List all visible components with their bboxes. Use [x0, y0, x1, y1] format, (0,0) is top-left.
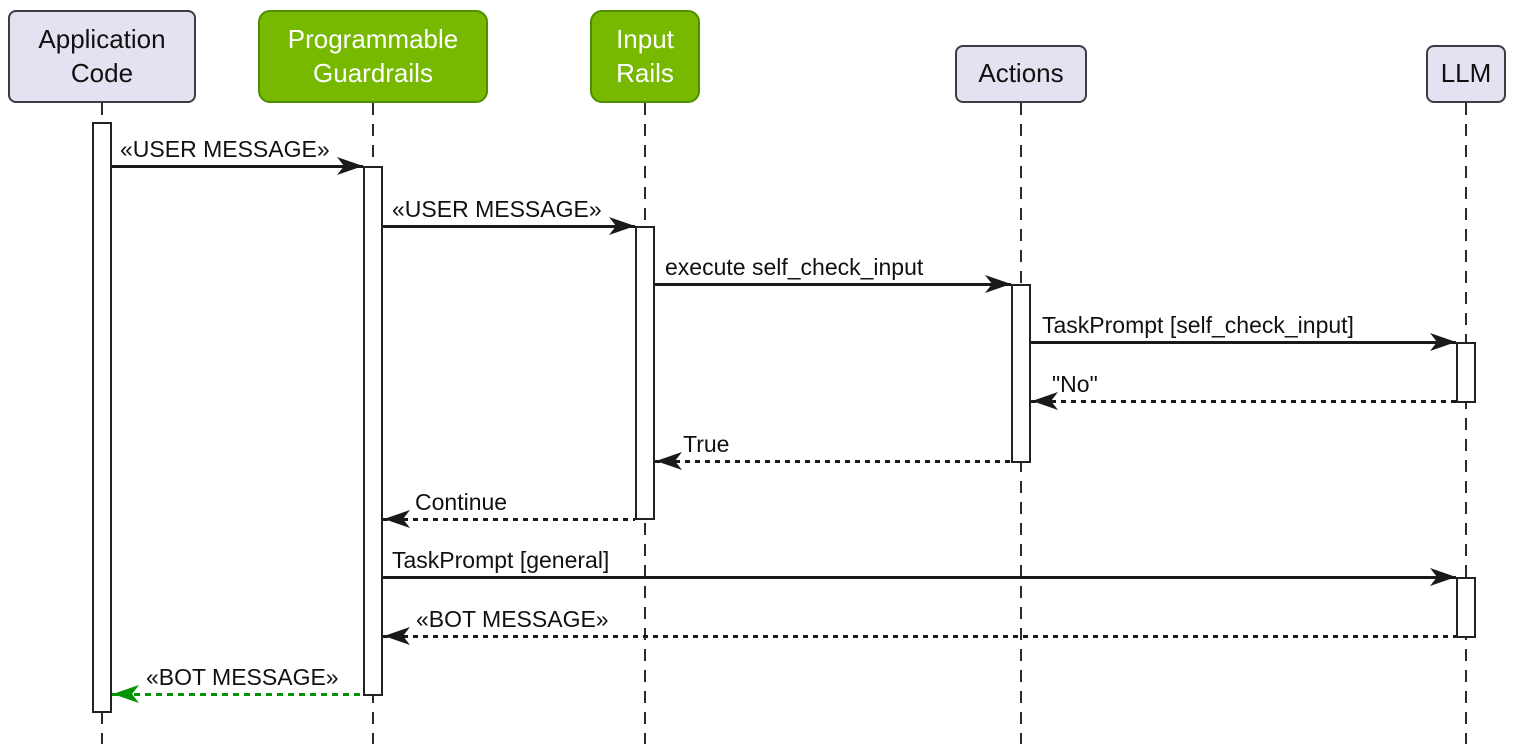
arrowhead-left-icon	[1031, 391, 1059, 411]
message-label: «USER MESSAGE»	[392, 196, 602, 222]
participant-application-code: Application Code	[8, 10, 196, 103]
arrowhead-right-icon	[984, 274, 1012, 294]
participant-label: LLM	[1440, 58, 1492, 89]
arrowhead-left-green-icon	[112, 684, 140, 704]
message-label: «BOT MESSAGE»	[416, 606, 609, 632]
message-line	[383, 225, 635, 228]
participant-label: Programmable Guardrails	[287, 24, 459, 88]
message-line	[1031, 400, 1456, 403]
message-label: True	[683, 431, 730, 457]
lifeline-llm	[1465, 103, 1467, 744]
message-label: "No"	[1052, 371, 1098, 397]
message-label: Continue	[415, 489, 508, 515]
activation-programmable-guardrails	[363, 166, 383, 696]
message-label: execute self_check_input	[665, 254, 924, 280]
arrowhead-right-icon	[1429, 332, 1457, 352]
message-line	[112, 693, 363, 696]
participant-label: Application Code	[38, 24, 166, 88]
activation-input-rails	[635, 226, 655, 520]
arrowhead-right-icon	[608, 216, 636, 236]
participant-input-rails: Input Rails	[590, 10, 700, 103]
activation-llm-2	[1456, 577, 1476, 638]
activation-llm-1	[1456, 342, 1476, 403]
message-line	[655, 460, 1011, 463]
arrowhead-left-icon	[655, 451, 683, 471]
participant-llm: LLM	[1426, 45, 1506, 103]
message-line	[1031, 341, 1456, 344]
message-label: TaskPrompt [general]	[392, 547, 610, 573]
message-line	[383, 635, 1456, 638]
message-label: «BOT MESSAGE»	[146, 664, 339, 690]
participant-programmable-guardrails: Programmable Guardrails	[258, 10, 488, 103]
arrowhead-right-icon	[336, 156, 364, 176]
message-line	[655, 283, 1011, 286]
arrowhead-left-icon	[383, 509, 411, 529]
message-line	[383, 518, 635, 521]
arrowhead-left-icon	[383, 626, 411, 646]
message-label: TaskPrompt [self_check_input]	[1042, 312, 1354, 338]
arrowhead-right-icon	[1429, 567, 1457, 587]
message-line	[112, 165, 363, 168]
participant-actions: Actions	[955, 45, 1087, 103]
message-label: «USER MESSAGE»	[120, 136, 330, 162]
activation-application-code	[92, 122, 112, 713]
participant-label: Actions	[978, 58, 1064, 89]
participant-label: Input Rails	[616, 24, 674, 88]
activation-actions	[1011, 284, 1031, 463]
message-line	[383, 576, 1456, 579]
